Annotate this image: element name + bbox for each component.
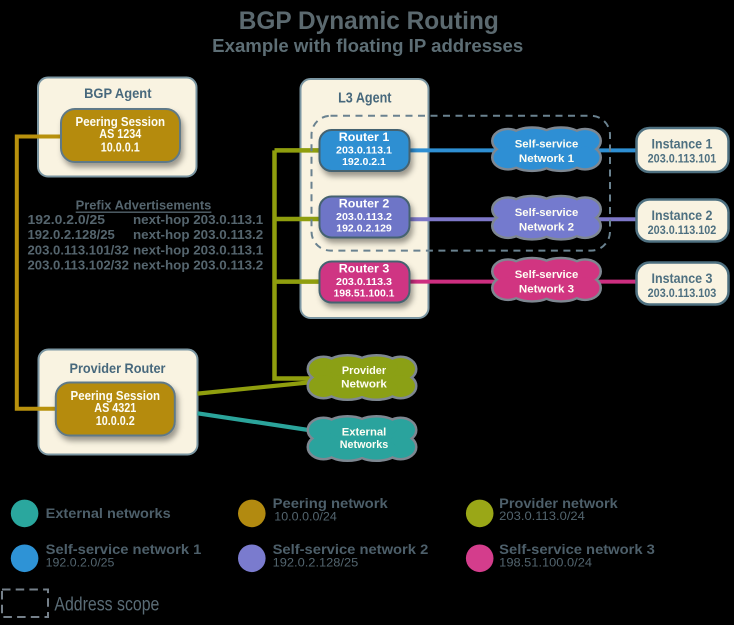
svg-text:Example with floating IP addre: Example with floating IP addresses [212, 35, 523, 56]
svg-text:Network: Network [341, 379, 388, 391]
svg-text:192.0.2.0/25: 192.0.2.0/25 [28, 213, 106, 227]
svg-text:AS 4321: AS 4321 [94, 401, 136, 415]
svg-text:next-hop 203.0.113.1: next-hop 203.0.113.1 [133, 244, 263, 258]
svg-text:Network 2: Network 2 [519, 222, 574, 234]
svg-text:203.0.113.101: 203.0.113.101 [648, 153, 717, 165]
svg-text:External: External [342, 426, 387, 438]
svg-text:next-hop 203.0.113.1: next-hop 203.0.113.1 [133, 213, 263, 227]
svg-text:203.0.113.102/32: 203.0.113.102/32 [28, 259, 129, 273]
svg-text:Provider: Provider [342, 365, 387, 377]
svg-text:10.0.0.0/24: 10.0.0.0/24 [274, 509, 337, 523]
svg-text:L3 Agent: L3 Agent [338, 89, 391, 106]
svg-text:10.0.0.1: 10.0.0.1 [101, 140, 140, 154]
svg-text:next-hop 203.0.113.2: next-hop 203.0.113.2 [133, 259, 263, 273]
svg-text:Instance 3: Instance 3 [652, 270, 713, 286]
svg-text:Address scope: Address scope [54, 595, 159, 616]
svg-text:192.0.2.129: 192.0.2.129 [336, 223, 392, 235]
svg-text:192.0.2.0/25: 192.0.2.0/25 [46, 556, 115, 570]
svg-text:203.0.113.101/32: 203.0.113.101/32 [28, 244, 129, 258]
svg-text:Instance 2: Instance 2 [652, 207, 713, 223]
svg-text:Self-service: Self-service [515, 207, 579, 219]
svg-text:Router 2: Router 2 [339, 196, 390, 210]
svg-text:203.0.113.1: 203.0.113.1 [336, 145, 392, 157]
svg-text:External networks: External networks [46, 505, 171, 521]
svg-text:BGP Agent: BGP Agent [84, 85, 152, 101]
svg-text:203.0.113.102: 203.0.113.102 [648, 225, 717, 237]
svg-text:10.0.0.2: 10.0.0.2 [96, 414, 135, 428]
svg-text:Self-service network 2: Self-service network 2 [273, 541, 429, 557]
svg-text:Provider network: Provider network [499, 495, 618, 511]
svg-text:BGP Dynamic Routing: BGP Dynamic Routing [239, 7, 499, 35]
svg-text:Peering network: Peering network [273, 495, 388, 511]
svg-text:Instance 1: Instance 1 [652, 136, 713, 152]
svg-text:Self-service network 3: Self-service network 3 [499, 541, 655, 557]
svg-text:192.0.2.1: 192.0.2.1 [342, 156, 386, 168]
svg-text:Peering Session: Peering Session [71, 389, 161, 403]
svg-text:Network 3: Network 3 [519, 284, 574, 296]
svg-text:Router 1: Router 1 [339, 130, 390, 144]
svg-text:Prefix Advertisements: Prefix Advertisements [76, 198, 212, 213]
svg-text:Self-service network 1: Self-service network 1 [46, 541, 202, 557]
svg-text:203.0.113.103: 203.0.113.103 [648, 288, 717, 300]
svg-text:203.0.113.0/24: 203.0.113.0/24 [499, 509, 585, 523]
svg-text:192.0.2.128/25: 192.0.2.128/25 [28, 228, 115, 242]
svg-text:Router 3: Router 3 [339, 261, 390, 275]
svg-text:AS 1234: AS 1234 [99, 127, 141, 141]
svg-text:192.0.2.128/25: 192.0.2.128/25 [273, 556, 359, 570]
svg-text:Self-service: Self-service [515, 269, 579, 281]
svg-text:Network 1: Network 1 [519, 153, 574, 165]
svg-text:Peering Session: Peering Session [76, 115, 166, 129]
svg-text:203.0.113.2: 203.0.113.2 [336, 211, 392, 223]
svg-text:Self-service: Self-service [515, 139, 579, 151]
svg-text:203.0.113.3: 203.0.113.3 [336, 276, 392, 288]
svg-text:198.51.100.1: 198.51.100.1 [334, 288, 395, 300]
svg-text:next-hop 203.0.113.2: next-hop 203.0.113.2 [133, 228, 263, 242]
svg-text:198.51.100.0/24: 198.51.100.0/24 [499, 556, 592, 570]
svg-text:Networks: Networks [340, 439, 388, 451]
svg-text:Provider Router: Provider Router [70, 360, 166, 376]
